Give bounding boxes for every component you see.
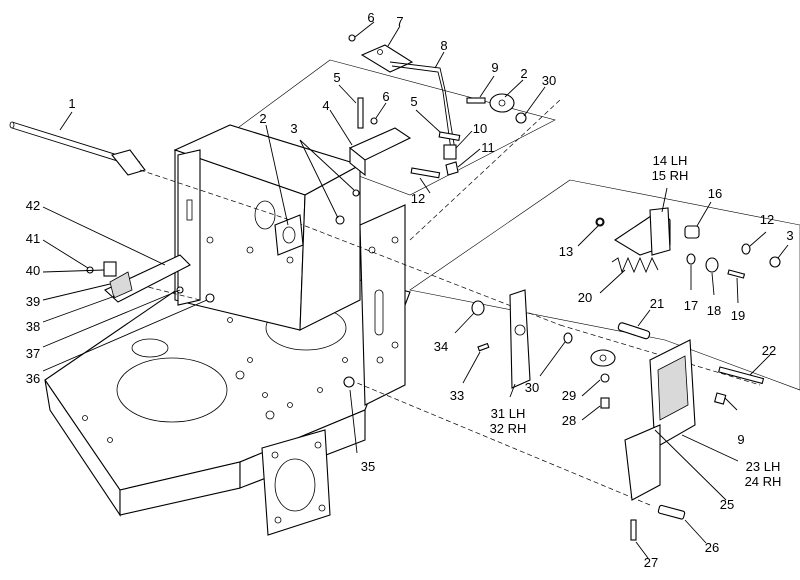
callout-2b: 2	[520, 66, 527, 81]
callout-16: 16	[708, 186, 722, 201]
callout-4: 4	[322, 98, 329, 113]
callout-40: 40	[26, 263, 40, 278]
callout-27: 27	[644, 555, 658, 570]
callout-38: 38	[26, 319, 40, 334]
callout-9b: 9	[737, 432, 744, 447]
callout-leaders	[42, 21, 789, 559]
callout-8: 8	[440, 38, 447, 53]
callout-2a: 2	[259, 111, 266, 126]
shaft-part-1	[9, 121, 146, 176]
callout-35: 35	[361, 459, 375, 474]
callout-11: 11	[481, 140, 495, 155]
callout-37: 37	[26, 346, 40, 361]
callout-7: 7	[396, 14, 403, 29]
callout-3b: 3	[786, 228, 793, 243]
callout-19: 19	[731, 308, 745, 323]
callout-10: 10	[473, 121, 487, 136]
callout-12b: 12	[760, 212, 774, 227]
callout-20: 20	[578, 290, 592, 305]
callout-29: 29	[562, 388, 576, 403]
left-controls	[86, 254, 215, 303]
callout-30a: 30	[542, 73, 556, 88]
callout-6a: 6	[367, 10, 374, 25]
callout-36: 36	[26, 371, 40, 386]
callout-33: 33	[450, 388, 464, 403]
callout-28: 28	[562, 413, 576, 428]
callout-25: 25	[720, 497, 734, 512]
callout-30b: 30	[525, 380, 539, 395]
callout-9a: 9	[491, 60, 498, 75]
callout-6b: 6	[382, 89, 389, 104]
callout-5b: 5	[410, 94, 417, 109]
callout-13: 13	[559, 244, 573, 259]
callout-41: 41	[26, 231, 40, 246]
right-assembly	[343, 207, 781, 541]
callout-12a: 12	[411, 191, 425, 206]
callout-17: 17	[684, 298, 698, 313]
callout-3a: 3	[290, 121, 297, 136]
callout-21: 21	[650, 296, 664, 311]
upper-linkage	[348, 34, 527, 179]
callout-39: 39	[26, 294, 40, 309]
callout-42: 42	[26, 198, 40, 213]
main-frame	[44, 124, 411, 536]
callout-26: 26	[705, 540, 719, 555]
callout-18: 18	[707, 303, 721, 318]
callout-34: 34	[434, 339, 448, 354]
callout-5a: 5	[333, 70, 340, 85]
callout-1: 1	[68, 96, 75, 111]
bearing-flange-left	[274, 189, 360, 256]
callout-22: 22	[762, 343, 776, 358]
